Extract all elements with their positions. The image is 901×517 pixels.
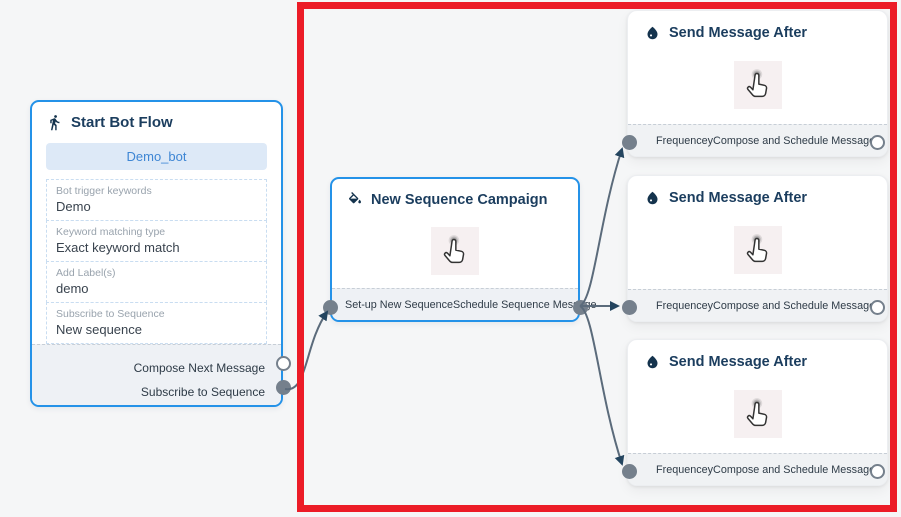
send-message-after-node-3[interactable]: Send Message After Frequencey Compose an…: [627, 339, 888, 486]
output-set-up-new-sequence: Set-up New Sequence: [345, 298, 454, 311]
node-title: Start Bot Flow: [71, 114, 173, 131]
node-body[interactable]: [332, 214, 578, 288]
node-body[interactable]: [628, 45, 887, 124]
output-subscribe-to-sequence: Subscribe to Sequence: [140, 385, 265, 399]
input-frequencey: Frequencey: [656, 463, 714, 476]
node-title: Send Message After: [669, 189, 808, 206]
port-frequencey-3[interactable]: [622, 464, 637, 479]
port-frequencey-1[interactable]: [622, 135, 637, 150]
ink-bucket-icon: [346, 191, 363, 208]
output-compose-next-message: Compose Next Message: [133, 361, 265, 375]
walking-person-icon: [46, 114, 63, 131]
port-subscribe-to-sequence[interactable]: [276, 380, 291, 395]
field-list: Bot trigger keywords Demo Keyword matchi…: [46, 179, 267, 344]
field-label: Add Label(s): [56, 267, 116, 279]
send-message-after-header: Send Message After: [628, 11, 887, 45]
port-compose-next-message[interactable]: [276, 356, 291, 371]
start-bot-flow-node[interactable]: Start Bot Flow Demo_bot Bot trigger keyw…: [30, 100, 283, 407]
send-message-after-footer: Frequencey Compose and Schedule Message: [628, 453, 887, 485]
field-value: demo: [56, 281, 89, 296]
node-title: Send Message After: [669, 24, 808, 41]
field-value: Demo: [56, 199, 91, 214]
output-compose-and-schedule-message: Compose and Schedule Message: [713, 463, 876, 476]
field-bot-trigger-keywords[interactable]: Bot trigger keywords Demo: [46, 179, 267, 221]
send-message-after-node-2[interactable]: Send Message After Frequencey Compose an…: [627, 175, 888, 322]
hand-cursor-icon[interactable]: [431, 227, 479, 275]
send-message-after-footer: Frequencey Compose and Schedule Message: [628, 124, 887, 156]
water-drop-icon: [644, 24, 661, 41]
edge-schedule-to-frequencey-1: [579, 147, 625, 307]
field-subscribe-to-sequence[interactable]: Subscribe to Sequence New sequence: [46, 302, 267, 344]
send-message-after-footer: Frequencey Compose and Schedule Message: [628, 289, 887, 321]
port-compose-and-schedule-message-1[interactable]: [870, 135, 885, 150]
field-label: Bot trigger keywords: [56, 185, 152, 197]
port-compose-and-schedule-message-3[interactable]: [870, 464, 885, 479]
edge-subscribe-to-set-up: [284, 310, 329, 391]
send-message-after-header: Send Message After: [628, 176, 887, 210]
field-value: New sequence: [56, 322, 142, 337]
new-sequence-campaign-footer: Set-up New Sequence Schedule Sequence Me…: [332, 288, 597, 320]
input-frequencey: Frequencey: [656, 299, 714, 312]
water-drop-icon: [644, 353, 661, 370]
output-compose-and-schedule-message: Compose and Schedule Message: [713, 299, 876, 312]
node-title: New Sequence Campaign: [371, 191, 548, 208]
start-bot-flow-header: Start Bot Flow: [32, 102, 281, 137]
start-bot-flow-footer: Compose Next Message Subscribe to Sequen…: [32, 344, 281, 405]
hand-cursor-icon[interactable]: [733, 60, 782, 109]
field-label: Keyword matching type: [56, 226, 166, 238]
send-message-after-node-1[interactable]: Send Message After Frequencey Compose an…: [627, 10, 888, 157]
output-schedule-sequence-message: Schedule Sequence Message: [453, 298, 597, 311]
edge-schedule-to-frequencey-3: [579, 305, 625, 466]
port-compose-and-schedule-message-2[interactable]: [870, 300, 885, 315]
node-body[interactable]: [628, 374, 887, 453]
field-add-labels[interactable]: Add Label(s) demo: [46, 261, 267, 303]
bot-name-button[interactable]: Demo_bot: [46, 143, 267, 170]
input-frequencey: Frequencey: [656, 134, 714, 147]
hand-cursor-icon[interactable]: [733, 389, 782, 438]
new-sequence-campaign-node[interactable]: New Sequence Campaign Set-up New Sequenc…: [330, 177, 597, 322]
new-sequence-campaign-header: New Sequence Campaign: [332, 179, 578, 214]
port-schedule-sequence-message[interactable]: [573, 300, 588, 315]
field-label: Subscribe to Sequence: [56, 308, 165, 320]
hand-cursor-icon[interactable]: [733, 225, 782, 274]
port-set-up-new-sequence[interactable]: [323, 300, 338, 315]
port-frequencey-2[interactable]: [622, 300, 637, 315]
field-keyword-matching-type[interactable]: Keyword matching type Exact keyword matc…: [46, 220, 267, 262]
send-message-after-header: Send Message After: [628, 340, 887, 374]
water-drop-icon: [644, 189, 661, 206]
output-compose-and-schedule-message: Compose and Schedule Message: [713, 134, 876, 147]
field-value: Exact keyword match: [56, 240, 180, 255]
node-title: Send Message After: [669, 353, 808, 370]
node-body[interactable]: [628, 210, 887, 289]
